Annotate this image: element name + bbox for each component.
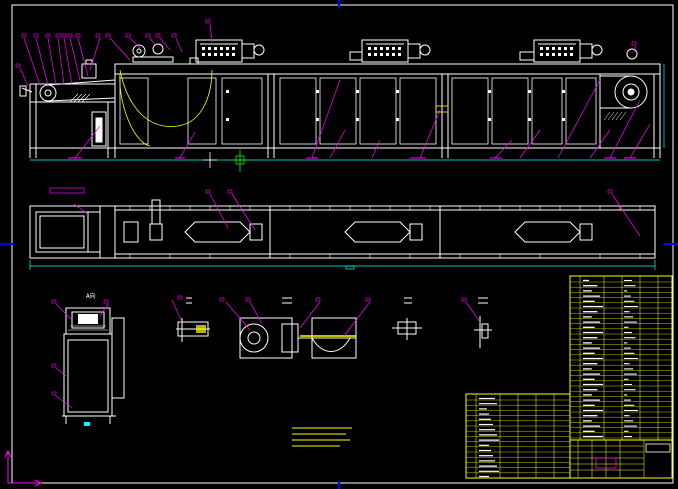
center-mark	[230, 150, 250, 172]
guard-hatch	[603, 111, 627, 121]
detail-iv-view	[465, 297, 492, 348]
blower-unit-3	[519, 39, 603, 63]
plan-leaders	[49, 187, 641, 237]
detail-i-view	[171, 297, 210, 342]
part-tag	[51, 363, 57, 368]
dimension-lines	[30, 64, 665, 161]
part-tag	[171, 33, 177, 38]
rail-ticks	[129, 206, 641, 258]
part-tag	[67, 33, 73, 38]
part-tag	[33, 33, 39, 38]
part-leaders-top	[19, 23, 637, 87]
hatch-section	[69, 93, 91, 103]
part-tag	[21, 33, 27, 38]
part-tag	[245, 297, 251, 302]
part-tag	[365, 297, 371, 302]
plan-dimension	[29, 260, 656, 270]
tail-sprocket	[600, 75, 648, 109]
part-tag	[461, 297, 467, 302]
part-leaders-bottom	[74, 79, 651, 159]
blower-unit-1	[189, 39, 265, 65]
part-tag	[219, 297, 225, 302]
feed-conveyor	[19, 79, 116, 147]
part-tag	[205, 189, 211, 194]
front-elevation-view	[19, 23, 665, 172]
part-tag	[227, 189, 233, 194]
part-tag	[205, 19, 211, 24]
part-tag	[125, 33, 131, 38]
part-tag	[55, 33, 61, 38]
detail-iii-view	[392, 297, 422, 340]
end-view: A向	[55, 292, 125, 426]
detail-ii-view	[225, 297, 371, 359]
part-tag	[51, 391, 57, 396]
material-flow-curve	[119, 69, 213, 127]
parts-list-table	[465, 275, 673, 479]
part-tag	[177, 295, 183, 300]
part-number-tags	[15, 19, 637, 396]
part-tag	[51, 299, 57, 304]
part-tag	[95, 33, 101, 38]
plan-view	[29, 187, 656, 270]
drawing-border	[11, 4, 674, 484]
part-tag	[315, 297, 321, 302]
part-tag	[631, 41, 637, 46]
part-tag	[45, 33, 51, 38]
part-tag	[103, 299, 109, 304]
door-handles	[226, 90, 565, 121]
part-tag	[15, 63, 21, 68]
part-tag	[145, 33, 151, 38]
blower-fan-icon	[132, 43, 174, 63]
drive-motor-icon	[81, 48, 638, 79]
technical-notes	[292, 427, 352, 447]
part-tag	[75, 33, 81, 38]
end-view-label: A向	[86, 292, 96, 300]
title-block	[569, 439, 673, 479]
air-ducts	[123, 199, 593, 243]
blower-unit-2	[349, 39, 431, 63]
part-tag	[155, 33, 161, 38]
part-tag	[61, 33, 67, 38]
part-tag	[105, 33, 111, 38]
part-tag	[607, 189, 613, 194]
panel-doors	[119, 77, 597, 145]
ucs-axis-icon	[4, 449, 43, 487]
